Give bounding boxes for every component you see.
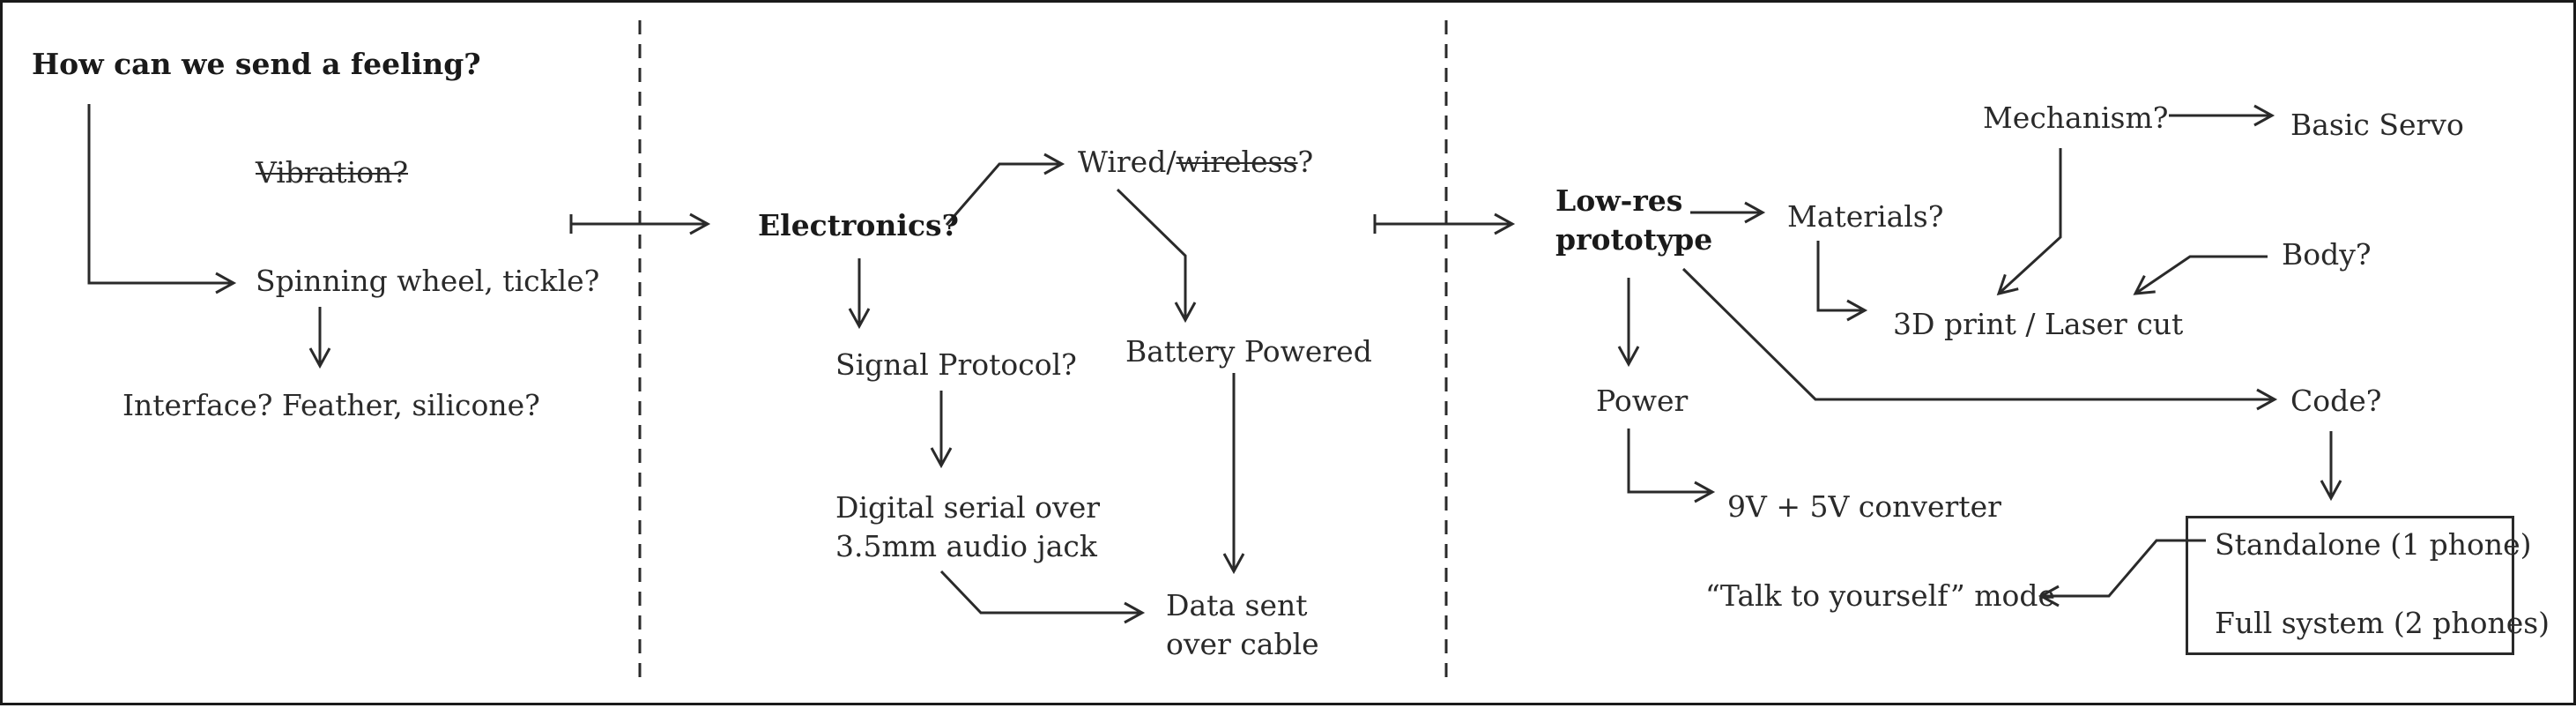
node-digital-serial-line-1: Digital serial over — [835, 490, 1100, 525]
node-mechanism: Mechanism? — [1983, 101, 2169, 135]
arrow-digital-to-data — [939, 570, 1146, 624]
connector-layer — [87, 20, 2342, 686]
node-data-sent-line-1: Data sent — [1166, 588, 1308, 622]
node-digital-serial-line-2: 3.5mm audio jack — [835, 529, 1097, 563]
node-spinning-wheel: Spinning wheel, tickle? — [256, 264, 600, 298]
diagram-title: How can we send a feeling? — [32, 47, 481, 81]
node-vibration: Vibration? — [256, 155, 409, 190]
node-power: Power — [1596, 384, 1689, 418]
arrow-lowres-to-code — [1681, 267, 2278, 411]
wireless-label: wireless — [1176, 145, 1298, 179]
code-modes-box — [2186, 516, 2514, 655]
node-signal-protocol: Signal Protocol? — [835, 347, 1077, 382]
node-data-sent-line-2: over cable — [1166, 627, 1319, 661]
node-lowres-line-1: Low-res — [1555, 183, 1683, 218]
wired-label: Wired/ — [1078, 145, 1177, 179]
arrow-power-to-converter — [1627, 429, 1716, 503]
node-basic-servo: Basic Servo — [2290, 108, 2464, 142]
arrow-feeling-to-spinning — [87, 104, 237, 294]
arrow-body-to-print — [2133, 255, 2268, 295]
node-converter: 9V + 5V converter — [1727, 489, 2001, 524]
node-lowres-line-2: prototype — [1555, 222, 1713, 257]
node-code: Code? — [2290, 384, 2382, 418]
wired-question: ? — [1297, 145, 1314, 179]
node-battery-powered: Battery Powered — [1125, 334, 1372, 369]
arrow-wired-to-battery — [1116, 188, 1197, 324]
arrow-electronics-to-wired — [945, 153, 1065, 226]
node-body: Body? — [2282, 237, 2372, 272]
node-materials: Materials? — [1787, 199, 1944, 234]
node-3d-print: 3D print / Laser cut — [1893, 307, 2184, 341]
node-standalone: Standalone (1 phone) — [2215, 527, 2532, 562]
arrow-mechanism-to-print — [1996, 148, 2062, 296]
node-full-system: Full system (2 phones) — [2215, 606, 2550, 640]
arrow-materials-to-print — [1816, 241, 1868, 322]
node-wired: Wired/wireless? — [1078, 142, 1313, 183]
node-talk-to-yourself: “Talk to yourself” mode — [1705, 578, 2056, 613]
node-interface: Interface? Feather, silicone? — [122, 388, 540, 422]
node-electronics: Electronics? — [758, 208, 959, 242]
arrow-standalone-to-talk — [2038, 539, 2206, 607]
